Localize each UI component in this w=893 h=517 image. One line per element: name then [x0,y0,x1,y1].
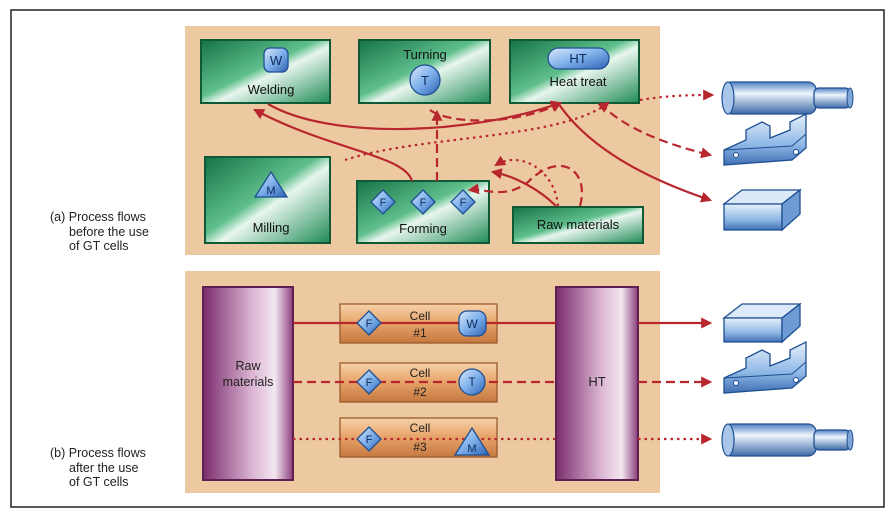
heat-treat-icon [547,47,610,70]
cell-3-label: Cell [410,421,431,435]
flow-raw-to-milling [494,155,560,207]
part-cylinder-icon-b [721,423,854,457]
figure-frame [10,9,885,508]
flow-raw-to-forming [490,168,557,207]
caption-b-line2: after the use [69,460,139,475]
flow-turning-to-heat-treat [429,101,562,122]
cell-1-welding-icon: W [458,310,487,337]
cell-1-number: #1 [413,326,427,340]
cell-2-forming-icon: F [356,369,382,395]
raw-materials-label: Raw materials [537,217,620,232]
dept-milling: M Milling [204,156,331,244]
turning-icon [409,64,441,96]
ht-label: HT [588,374,605,389]
flow-heat-treat-to-block-part [599,102,713,159]
flows-a [253,89,715,207]
svg-text:F: F [366,377,373,389]
svg-text:W: W [466,317,478,331]
caption-a-line1: (a) Process flows [50,210,146,224]
dept-raw-materials: Raw materials [512,206,644,244]
cell-2-turning-icon: T [458,368,486,396]
caption-b-line1: (b) Process flows [50,446,146,460]
forming-icon-2: F [410,189,436,215]
raw-materials-column: Raw materials [202,286,294,481]
caption-a: (a) Process flows before the use of GT c… [50,210,149,254]
cell-1-forming-icon: F [356,310,382,336]
cell-3-forming-icon: F [356,426,382,452]
svg-text:F: F [366,318,373,330]
flow-welding-to-heat-treat [267,100,563,131]
part-flat-icon-a [722,188,802,232]
welding-label: Welding [248,82,295,97]
milling-icon-letter: M [266,185,275,197]
flow-heat-treat-to-cylinder [639,89,715,102]
heat-treat-icon-letter: HT [569,51,586,66]
cell-3-number: #3 [413,440,427,454]
caption-b: (b) Process flows after the use of GT ce… [50,446,146,490]
dept-welding: W Welding [200,39,331,104]
svg-text:T: T [468,375,476,389]
cell-2-number: #2 [413,385,427,399]
part-cylinder-icon-a [721,81,854,115]
flows-b [293,317,713,445]
raw-materials-label-line1: Raw [235,359,261,373]
svg-text:M: M [467,443,476,455]
flow-milling-to-heat-treat [344,101,610,162]
heat-treat-label: Heat treat [549,74,606,89]
welding-icon-letter: W [270,53,283,68]
caption-a-line3: of GT cells [69,239,129,253]
svg-text:F: F [420,197,427,209]
part-block-icon-b [723,340,807,394]
turning-icon-letter: T [421,73,429,88]
flow-forming-to-welding [253,108,414,182]
welding-icon [263,47,289,73]
milling-label: Milling [253,220,290,235]
dept-forming: F F F Forming [356,180,490,244]
forming-label: Forming [399,221,447,236]
svg-text:F: F [366,434,373,446]
dept-heat-treat: HT Heat treat [509,39,640,104]
caption-b-line3: of GT cells [69,475,129,489]
svg-text:F: F [380,197,387,209]
forming-icon-3: F [450,189,476,215]
part-flat-icon-b [722,302,802,344]
forming-icon-1: F [370,189,396,215]
raw-materials-label-line2: materials [223,375,274,389]
part-block-icon-a [723,112,807,166]
dept-turning: Turning T [358,39,491,104]
flow-heat-treat-to-flat-part [557,102,713,203]
cell-3-milling-icon: M [453,426,491,456]
milling-icon [253,170,289,198]
flow-raw-to-forming-dashed [467,164,583,207]
caption-a-line2: before the use [69,224,149,239]
cell-2-label: Cell [410,366,431,380]
turning-label: Turning [403,47,447,62]
cell-1-label: Cell [410,309,431,323]
ht-column: HT [555,286,639,481]
svg-text:F: F [460,197,467,209]
